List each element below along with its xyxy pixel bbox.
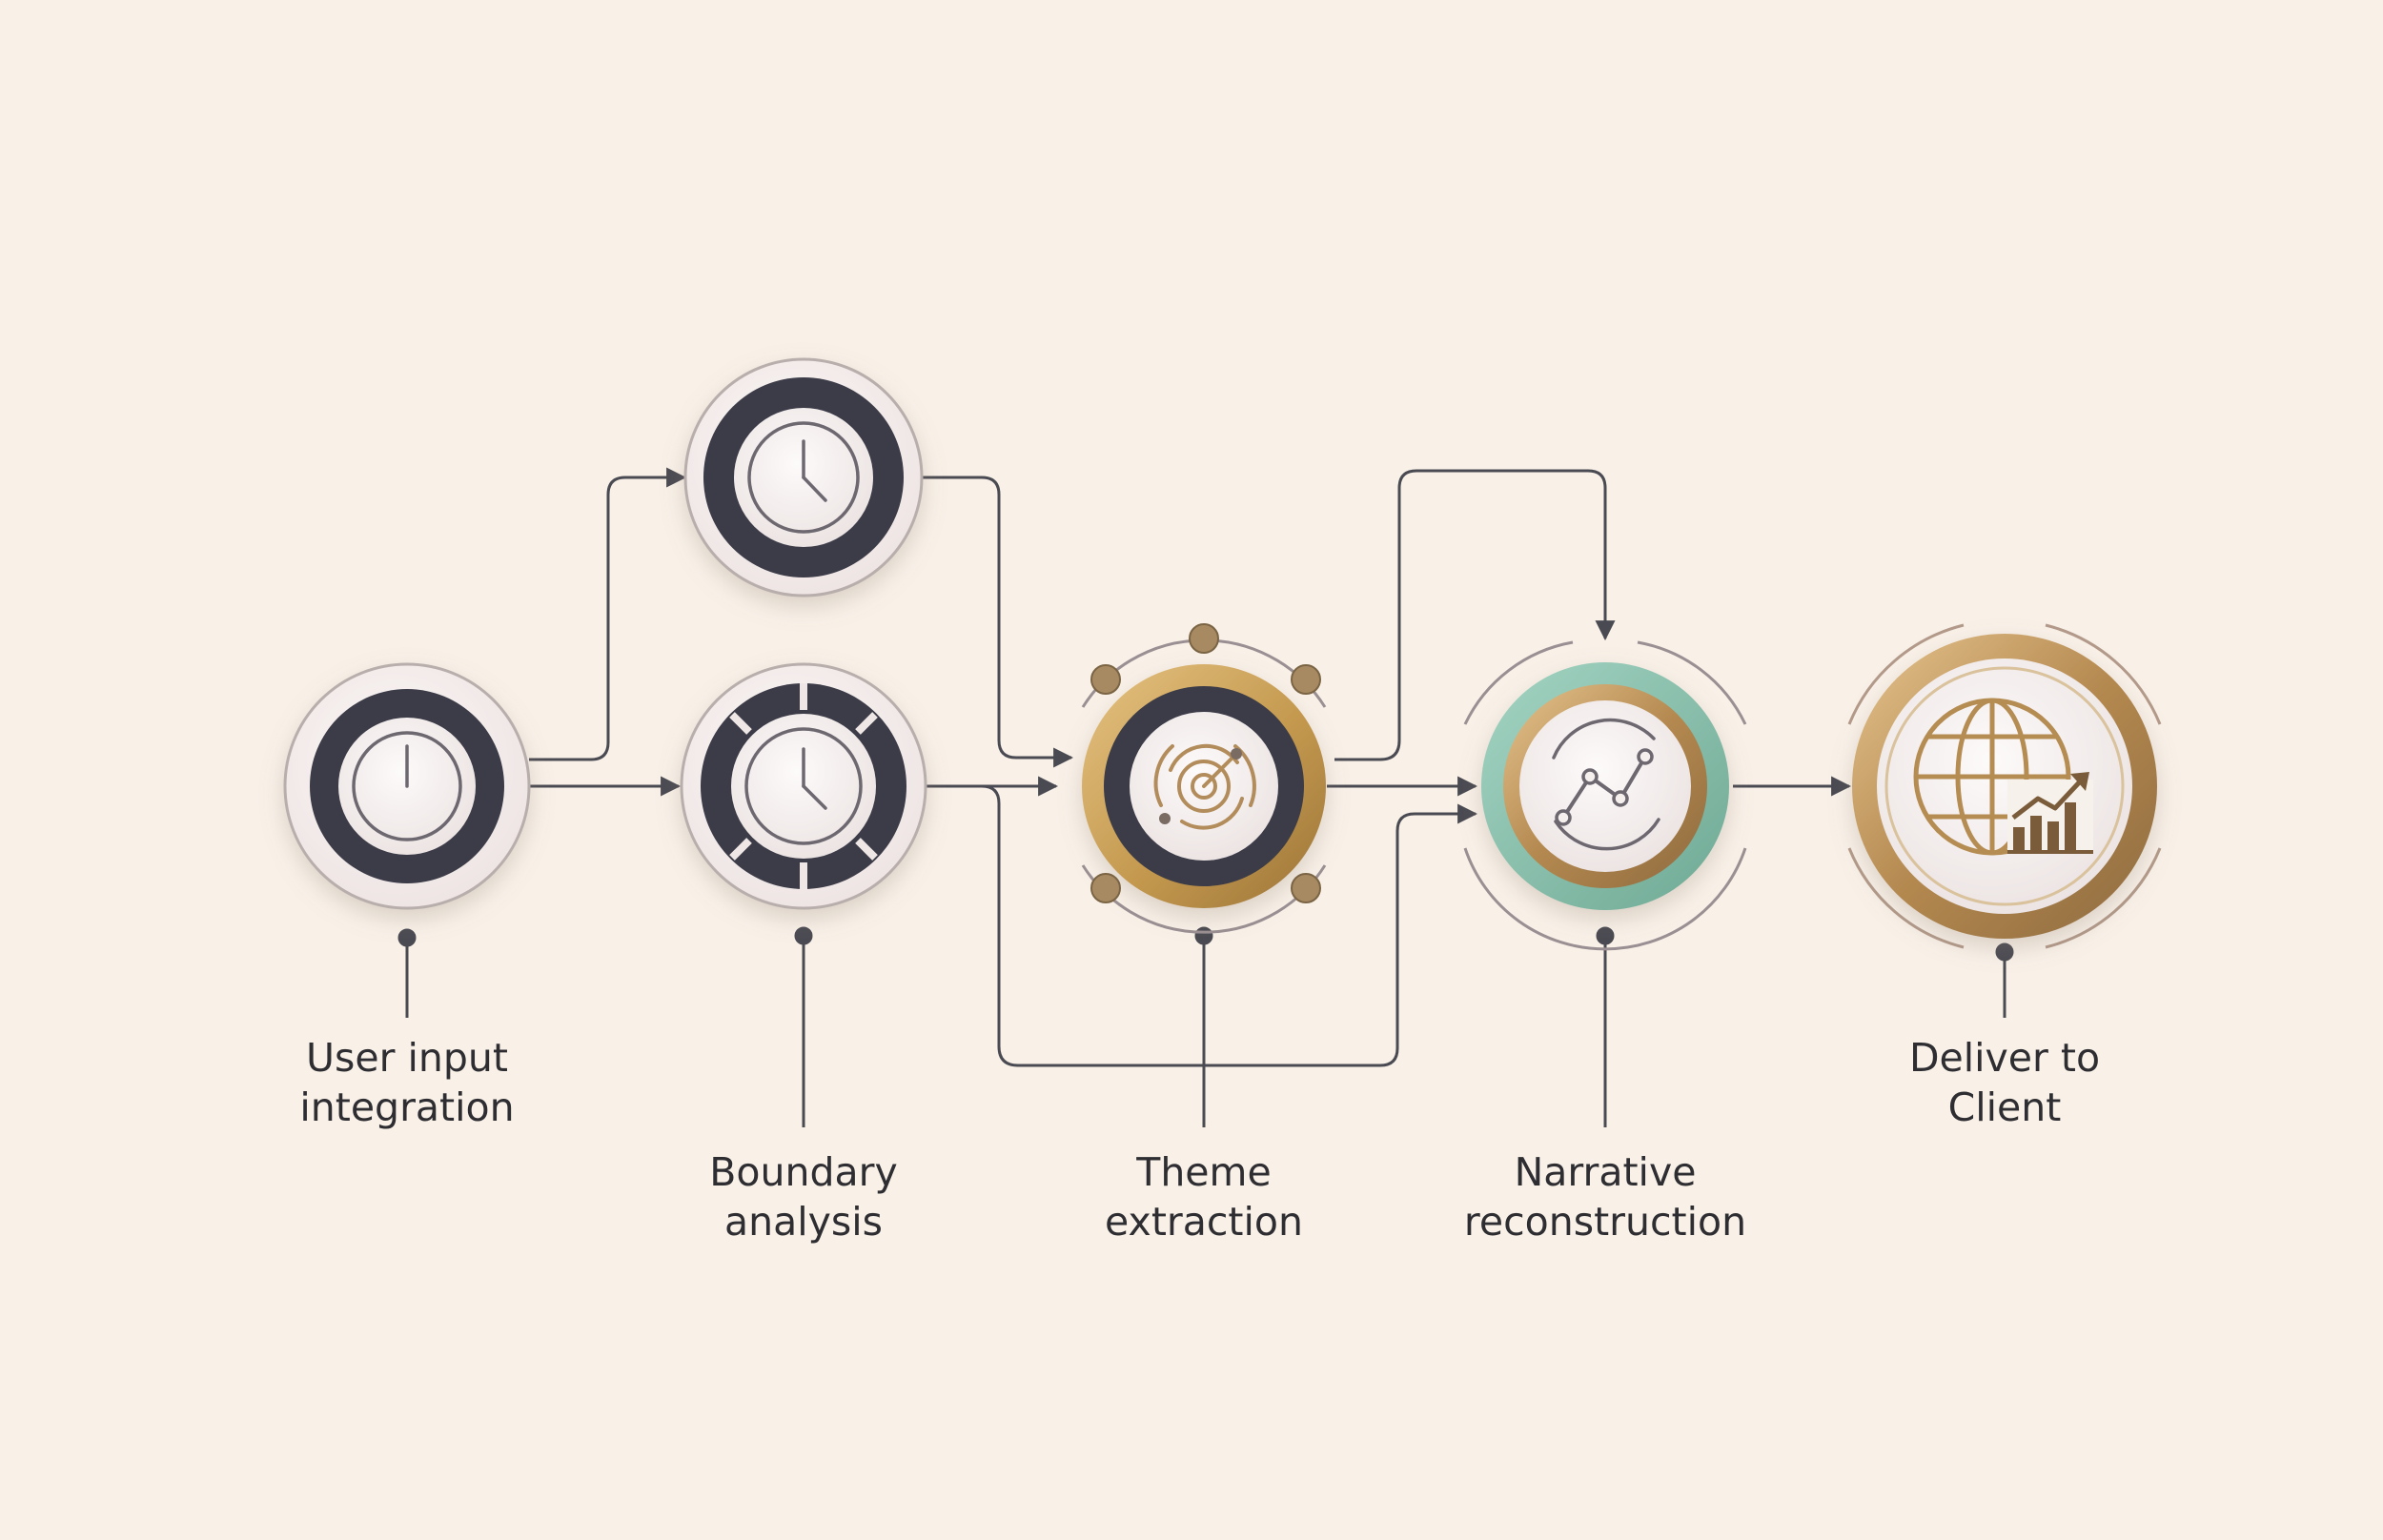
node-theme[interactable] [1081,623,1327,934]
label-narrative-line1: Narrative [1514,1149,1697,1195]
label-boundary-line1: Boundary [709,1149,898,1195]
label-user-input-line2: integration [299,1084,515,1130]
node-boundary[interactable] [680,662,927,910]
clock-icon [744,727,863,845]
label-theme-line2: extraction [1105,1199,1303,1245]
label-theme-line1: Theme [1136,1149,1272,1195]
clock-icon [747,421,860,534]
trend-line-icon [1552,718,1660,851]
connector-theme-to-narrative-top [1334,469,1616,761]
node-parallel-clock[interactable] [683,357,924,598]
orbit-dots [1090,623,1321,903]
label-narrative: Narrative reconstruction [1405,1147,1805,1246]
node-narrative[interactable] [1463,640,1747,951]
connector-top-node-to-theme [923,476,1074,768]
node-user-input[interactable] [283,662,531,910]
label-leaders [397,926,2014,1127]
label-deliver: Deliver to Client [1804,1033,2205,1132]
label-boundary: Boundary analysis [603,1147,1004,1246]
label-user-input: User input integration [207,1033,607,1132]
label-deliver-line2: Client [1947,1084,2062,1130]
globe-chart-icon [1913,698,2093,856]
label-theme: Theme extraction [1004,1147,1404,1246]
connector-input-to-top-node [529,467,687,761]
clock-icon [352,731,462,841]
label-user-input-line1: User input [306,1035,508,1081]
target-icon [1153,743,1256,830]
label-narrative-line2: reconstruction [1463,1199,1747,1245]
node-deliver[interactable] [1847,623,2162,949]
connector-boundary-bypass-to-narrative [927,784,1478,1067]
connectors [529,467,1852,1067]
label-deliver-line1: Deliver to [1908,1035,2101,1081]
label-boundary-line2: analysis [723,1199,883,1245]
